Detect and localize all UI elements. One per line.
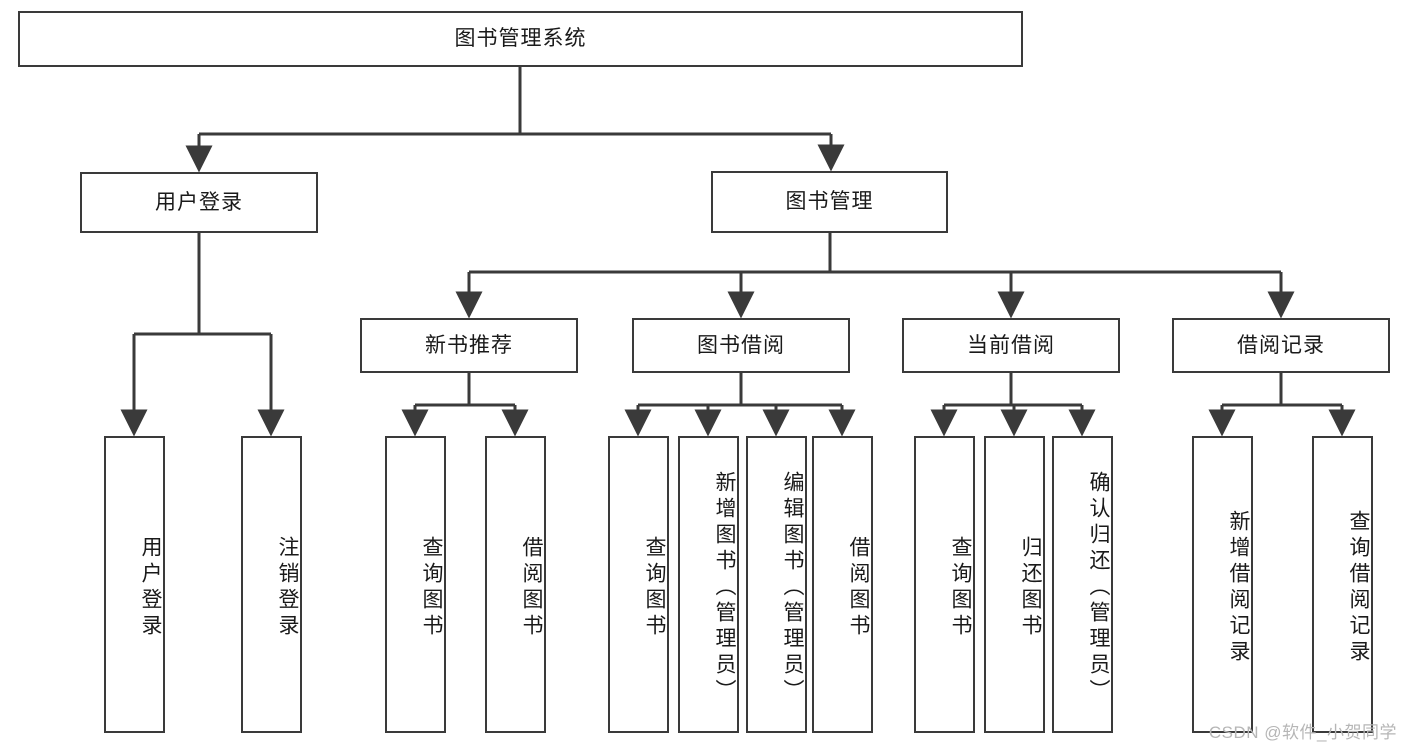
leaf-label: 归还图书: [1019, 535, 1042, 640]
node-root[interactable]: 图书管理系统: [18, 11, 1023, 67]
node-book-borrow[interactable]: 图书借阅: [632, 318, 850, 373]
node-new-book-recommend[interactable]: 新书推荐: [360, 318, 578, 373]
node-current-borrow[interactable]: 当前借阅: [902, 318, 1120, 373]
node-leaf-return-book[interactable]: 归还图书: [984, 436, 1045, 733]
leaf-label: 注销登录: [276, 535, 299, 640]
leaf-label: 查询借阅记录: [1347, 509, 1370, 666]
leaf-label: 新增图书（管理员）: [713, 470, 736, 705]
node-leaf-query-book-2[interactable]: 查询图书: [608, 436, 669, 733]
leaf-label: 查询图书: [420, 535, 443, 640]
leaf-label: 新增借阅记录: [1227, 509, 1250, 666]
leaf-label: 查询图书: [949, 535, 972, 640]
node-leaf-query-book-1[interactable]: 查询图书: [385, 436, 446, 733]
node-borrow-record[interactable]: 借阅记录: [1172, 318, 1390, 373]
node-book-manage[interactable]: 图书管理: [711, 171, 948, 233]
node-leaf-query-book-3[interactable]: 查询图书: [914, 436, 975, 733]
node-leaf-add-record[interactable]: 新增借阅记录: [1192, 436, 1253, 733]
node-leaf-borrow-book-1[interactable]: 借阅图书: [485, 436, 546, 733]
node-leaf-add-book[interactable]: 新增图书（管理员）: [678, 436, 739, 733]
leaf-label: 编辑图书（管理员）: [781, 470, 804, 705]
node-leaf-borrow-book-2[interactable]: 借阅图书: [812, 436, 873, 733]
node-leaf-query-record[interactable]: 查询借阅记录: [1312, 436, 1373, 733]
leaf-label: 借阅图书: [520, 535, 543, 640]
node-leaf-edit-book[interactable]: 编辑图书（管理员）: [746, 436, 807, 733]
leaf-label: 借阅图书: [847, 535, 870, 640]
leaf-label: 查询图书: [643, 535, 666, 640]
leaf-label: 确认归还（管理员）: [1087, 470, 1110, 705]
node-leaf-logout[interactable]: 注销登录: [241, 436, 302, 733]
node-leaf-user-login[interactable]: 用户登录: [104, 436, 165, 733]
leaf-label: 用户登录: [139, 535, 162, 640]
csdn-watermark: CSDN @软件_小贺同学: [1208, 723, 1397, 742]
node-leaf-confirm-return[interactable]: 确认归还（管理员）: [1052, 436, 1113, 733]
node-user-login[interactable]: 用户登录: [80, 172, 318, 233]
